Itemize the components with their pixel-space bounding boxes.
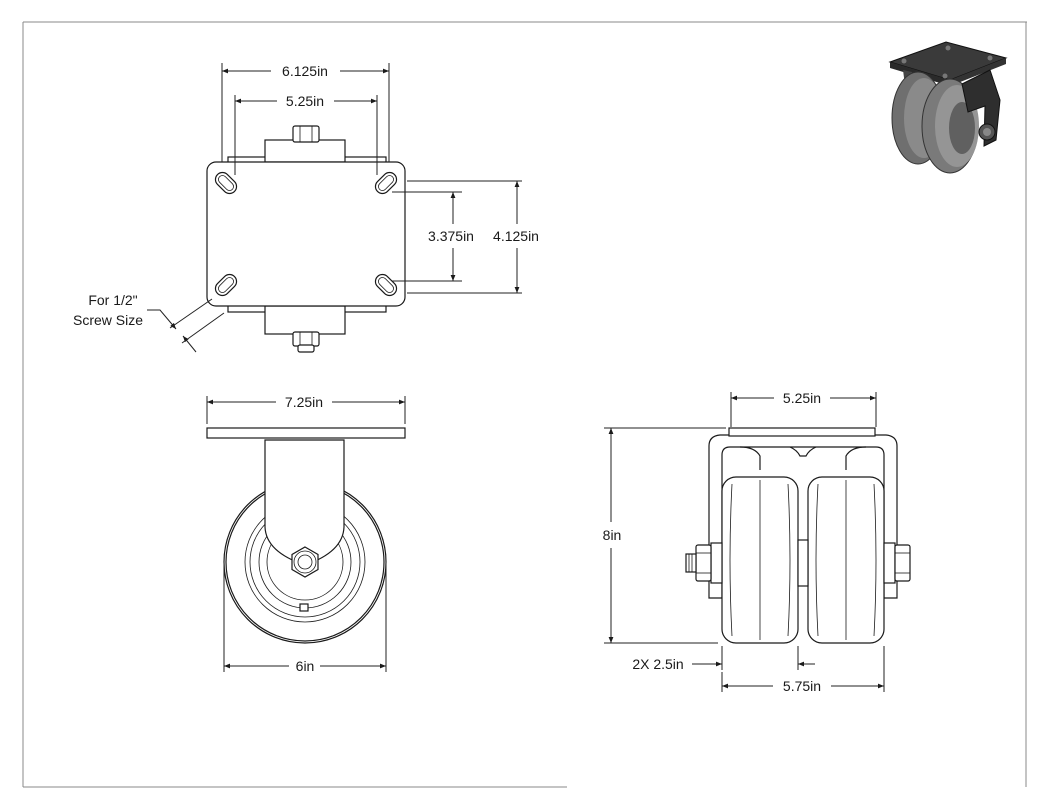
top-axle-nut <box>292 125 320 143</box>
front-axle-nut-right <box>894 544 911 582</box>
isometric-caster-render <box>888 41 1008 174</box>
label-top-hole-width: 5.25in <box>286 93 324 109</box>
top-view: 6.125in 5.25in 3.375in 4.125in F <box>73 63 539 353</box>
dim-top-overall-width: 6.125in <box>221 63 390 162</box>
side-top-plate <box>206 427 406 439</box>
label-side-wheel-diameter: 6in <box>296 658 315 674</box>
bottom-axle-nut <box>292 331 320 353</box>
dim-top-hole-height: 3.375in <box>392 191 474 282</box>
label-top-overall-height: 4.125in <box>493 228 539 244</box>
dim-front-plate-width: 5.25in <box>730 390 877 427</box>
label-front-wheel-width: 2X 2.5in <box>632 656 683 672</box>
side-axle-nut <box>291 546 319 578</box>
label-front-overall-width: 5.75in <box>783 678 821 694</box>
dim-top-overall-height: 4.125in <box>407 180 539 294</box>
front-axle-nut-left <box>685 544 712 582</box>
label-front-plate-width: 5.25in <box>783 390 821 406</box>
front-fork <box>708 434 898 599</box>
front-view: 5.25in 8in 2X 2.5in 5.75in <box>603 390 911 694</box>
screw-note-line2: Screw Size <box>73 312 143 328</box>
screw-note-line1: For 1/2" <box>88 292 137 308</box>
side-fork <box>264 439 345 566</box>
side-view: 7.25in 6in <box>206 394 406 674</box>
mounting-plate <box>206 161 406 307</box>
dim-front-overall-width: 5.75in <box>721 646 885 694</box>
sheet-border <box>22 21 1027 788</box>
dim-side-plate-width: 7.25in <box>206 394 406 424</box>
screw-size-note: For 1/2" Screw Size <box>73 292 225 353</box>
label-side-plate-width: 7.25in <box>285 394 323 410</box>
dim-front-wheel-width: 2X 2.5in <box>632 646 815 672</box>
label-top-overall-width: 6.125in <box>282 63 328 79</box>
label-front-height: 8in <box>603 527 622 543</box>
dim-front-height: 8in <box>603 427 726 644</box>
dim-top-hole-width: 5.25in <box>234 93 378 175</box>
label-top-hole-height: 3.375in <box>428 228 474 244</box>
front-top-plate <box>728 427 876 437</box>
dim-side-wheel-diameter: 6in <box>223 562 387 674</box>
